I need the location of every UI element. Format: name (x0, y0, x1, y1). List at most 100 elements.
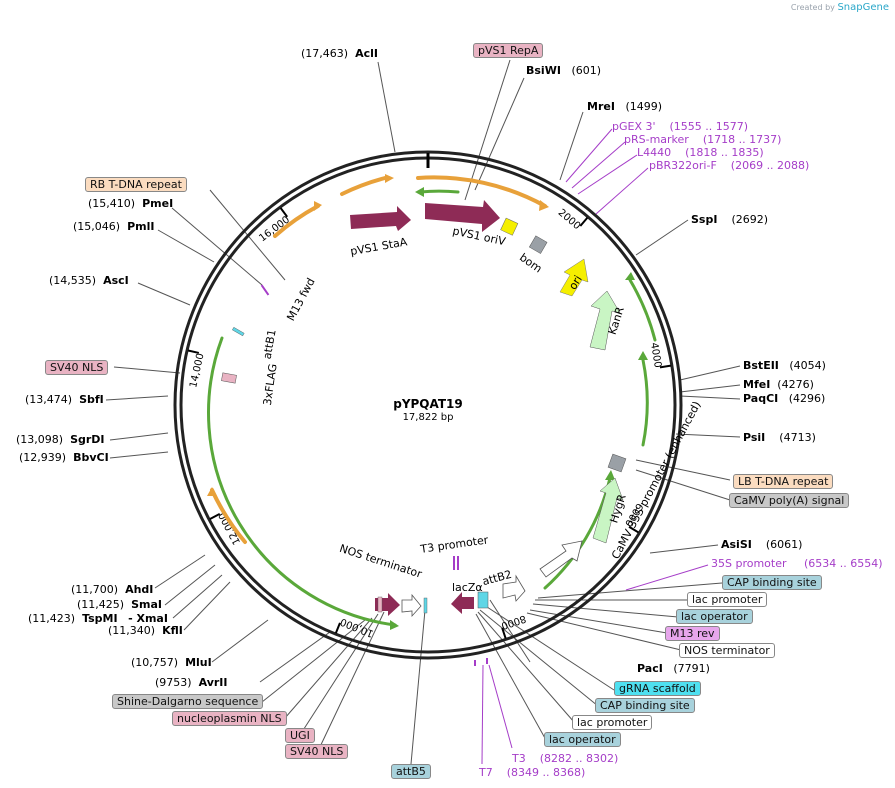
ruler-ticks (187, 207, 671, 639)
tag-sv40-nls-left[interactable]: SV40 NLS (45, 360, 109, 375)
attb1-mark (232, 326, 245, 337)
site-sspi[interactable]: SspI (2692) (691, 213, 769, 226)
created-by-text: Created by (790, 3, 835, 12)
label-camv35s: CaMV 35S promoter (enhanced) (609, 399, 703, 561)
tag-pvs1-repa[interactable]: pVS1 RepA (473, 43, 544, 58)
ruler-label: 8000 (500, 612, 528, 630)
label-m13-fwd: M13 fwd (284, 276, 317, 323)
tag-sv40-nls-bottom[interactable]: SV40 NLS (285, 744, 349, 759)
site-pmli[interactable]: (15,046) PmlI (73, 220, 155, 233)
ruler-tick (334, 622, 341, 634)
ruler-label: 4000 (648, 342, 663, 369)
primer-leader-lines (481, 128, 709, 765)
site-bsiwi[interactable]: BsiWI (601) (526, 64, 602, 77)
site-sbfi[interactable]: (13,474) SbfI (25, 393, 104, 406)
tag-nos-terminator[interactable]: NOS terminator (679, 643, 775, 658)
tag-nucleoplasmin-nls[interactable]: nucleoplasmin NLS (172, 711, 287, 726)
site-paci[interactable]: PacI (7791) (637, 662, 710, 675)
plasmid-name: pYPQAT19 (393, 397, 463, 411)
lac-promoter-arrow (502, 574, 526, 602)
plasmid-size: 17,822 bp (402, 412, 454, 423)
bom-box (528, 235, 548, 254)
tag-attb5[interactable]: attB5 (391, 764, 431, 779)
site-mlui[interactable]: (10,757) MluI (131, 656, 212, 669)
site-tspmi[interactable]: (11,423) TspMI - XmaI (28, 612, 168, 625)
site-mrei[interactable]: MreI (1499) (587, 100, 663, 113)
attb2-box (477, 591, 489, 609)
label-attb1: attB1 (261, 328, 279, 360)
site-paqci[interactable]: PaqCI (4296) (743, 392, 826, 405)
site-bbvci[interactable]: (12,939) BbvCI (19, 451, 109, 464)
pvs1-oriv-arrow (425, 200, 500, 232)
site-avrii[interactable]: (9753) AvrII (155, 676, 228, 689)
ruler-tick (659, 364, 671, 369)
site-smai[interactable]: (11,425) SmaI (77, 598, 162, 611)
site-kfli[interactable]: (11,340) KflI (108, 624, 183, 637)
tag-lb-tdna-repeat[interactable]: LB T-DNA repeat (733, 474, 834, 489)
outer-track-arrowheads (207, 174, 648, 630)
site-sgrdi[interactable]: (13,098) SgrDI (16, 433, 105, 446)
tag-camv-polya[interactable]: CaMV poly(A) signal (729, 493, 850, 508)
backbone-outer (173, 150, 683, 660)
ruler-label: 14,000 (188, 352, 206, 389)
ruler-tick (501, 627, 507, 639)
label-pvs1-oriv: pVS1 oriV (451, 224, 507, 248)
site-ahdi[interactable]: (11,700) AhdI (71, 583, 154, 596)
primer-35s-promoter[interactable]: 35S promoter (6534 .. 6554) (711, 557, 883, 570)
site-xmai[interactable]: - XmaI (128, 612, 168, 625)
primer-pbr322ori-f[interactable]: pBR322ori-F (2069 .. 2088) (649, 159, 810, 172)
inner-features (221, 200, 627, 666)
primer-prs-marker[interactable]: pRS-marker (1718 .. 1737) (624, 133, 782, 146)
tag-cap-binding-site-2[interactable]: CAP binding site (595, 698, 695, 713)
nos-terminator-arrow (401, 593, 422, 618)
site-bsteii[interactable]: BstEII (4054) (743, 359, 826, 372)
tag-cap-binding-site-1[interactable]: CAP binding site (722, 575, 822, 590)
label-ori: ori (566, 273, 585, 292)
ruler-tick (209, 512, 221, 520)
primer-t3[interactable]: T3 (8282 .. 8302) (512, 752, 619, 765)
ruler-tick (579, 217, 589, 227)
label-pvs1-stab: pVS1 StaA (349, 235, 408, 258)
ruler-tick (279, 207, 289, 218)
ruler-label: 16,000 (257, 214, 292, 244)
primer-l4440[interactable]: L4440 (1818 .. 1835) (637, 146, 764, 159)
tag-grna-scaffold[interactable]: gRNA scaffold (614, 681, 701, 696)
attb5-mark (423, 597, 428, 614)
flag-box (221, 372, 237, 384)
tag-shine-dalgarno[interactable]: Shine-Dalgarno sequence (112, 694, 264, 709)
t3-promoter-mark-1 (453, 556, 455, 570)
m13fwd-mark (260, 284, 270, 296)
tag-lac-promoter-2[interactable]: lac promoter (572, 715, 653, 730)
tag-ugi[interactable]: UGI (285, 728, 315, 743)
label-bom: bom (517, 251, 544, 276)
ruler-tick (187, 349, 200, 354)
tag-lac-operator-1[interactable]: lac operator (676, 609, 753, 624)
site-mfei[interactable]: MfeI (4276) (743, 378, 814, 391)
label-3xflag: 3xFLAG (261, 363, 280, 406)
tag-m13-rev[interactable]: M13 rev (665, 626, 720, 641)
site-asisi[interactable]: AsiSI (6061) (721, 538, 803, 551)
primer-t7[interactable]: T7 (8349 .. 8368) (479, 766, 586, 779)
leader-lines (105, 59, 741, 765)
pvs1-oriv-box (500, 217, 519, 236)
tag-lac-operator-2[interactable]: lac operator (544, 732, 621, 747)
t3-mark (486, 658, 488, 664)
label-t3-promoter: T3 promoter (419, 533, 490, 556)
tag-rb-tdna-repeat[interactable]: RB T-DNA repeat (85, 177, 187, 192)
camv35s-arrow (539, 540, 583, 578)
primer-pgex3[interactable]: pGEX 3' (1555 .. 1577) (612, 120, 749, 133)
tag-lac-promoter-1[interactable]: lac promoter (687, 592, 768, 607)
site-pmei[interactable]: (15,410) PmeI (88, 197, 174, 210)
site-psii[interactable]: PsiI (4713) (743, 431, 816, 444)
site-asci[interactable]: (14,535) AscI (49, 274, 129, 287)
lacza-arrow (451, 592, 474, 614)
hygr-arrow (592, 477, 624, 544)
ruler-tick (628, 525, 639, 534)
ruler-label: 2000 (556, 207, 583, 232)
t3-promoter-mark-2 (457, 556, 459, 570)
kanr-arrow (589, 290, 621, 351)
polya-box (607, 453, 627, 473)
site-acli[interactable]: (17,463) AclI (301, 47, 378, 60)
ori-arrow (559, 258, 589, 297)
